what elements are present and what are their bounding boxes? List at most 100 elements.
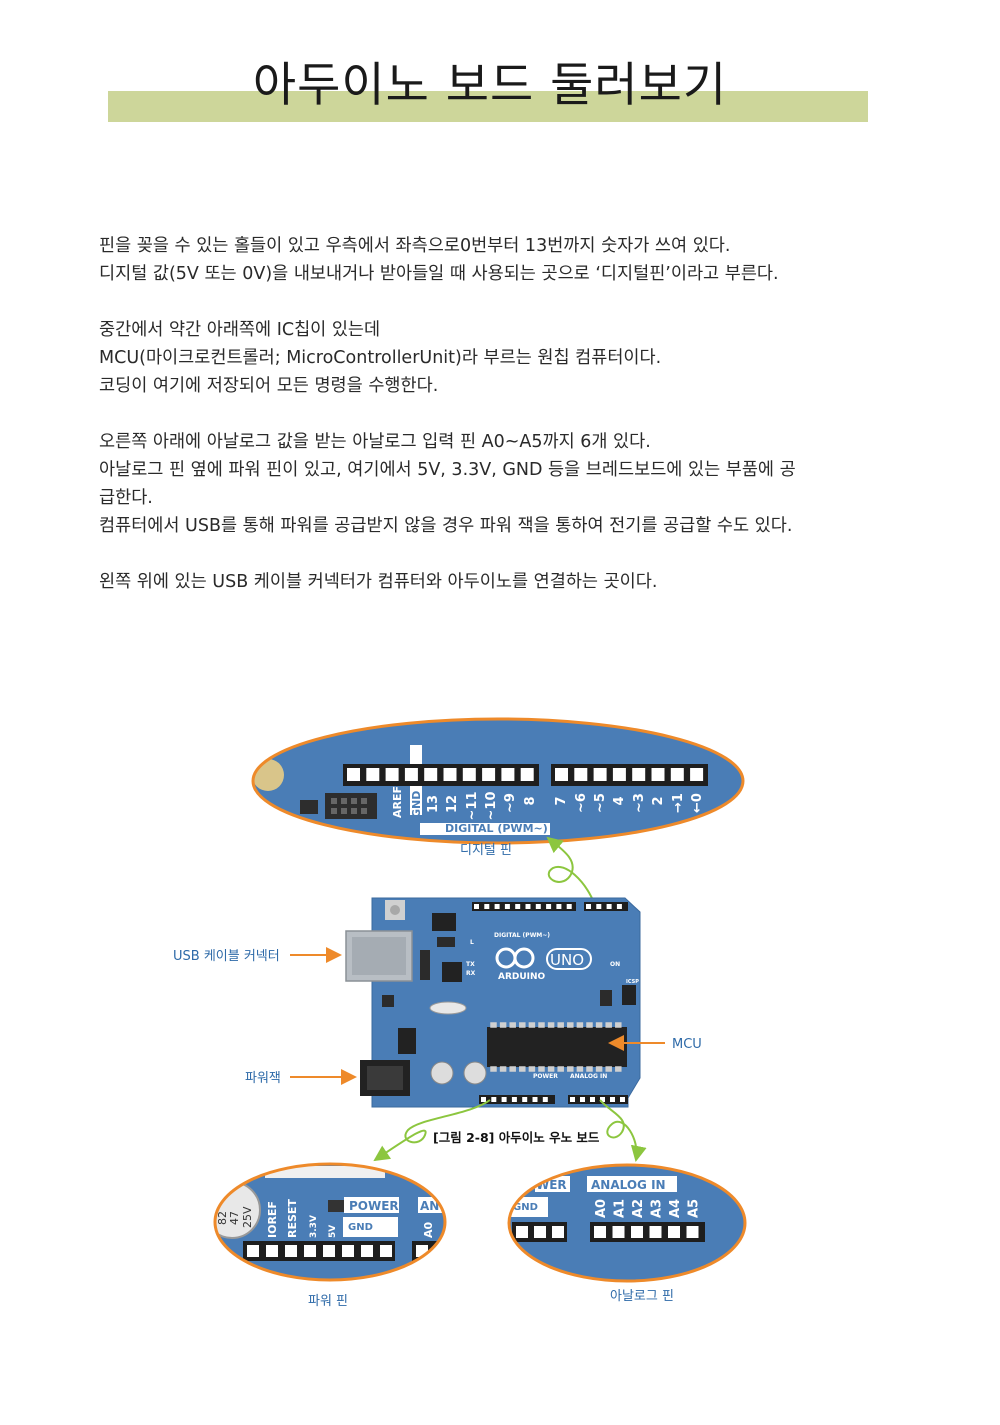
mcu-pin [595,1022,603,1028]
digital-header-hole [404,768,418,781]
mcu-pin [576,1022,584,1028]
paragraph-analog: 오른쪽 아래에 아날로그 값을 받는 아날로그 입력 핀 A0~A5까지 6개 … [99,428,919,540]
page-title: 아두이노 보드 둘러보기 [252,58,728,113]
title-highlight [108,91,868,122]
board-header-hole [590,1097,595,1102]
arduino-logo-text: ARDUINO [498,972,546,982]
board-header-hole [501,1097,507,1102]
analog-pin-label: A4 [668,1199,683,1218]
mcu-pin [557,1022,564,1028]
mcu-pin [528,1022,536,1028]
board-header-hole [535,904,541,909]
board-header-hole [596,904,602,909]
digital-header-hole [574,768,588,781]
board-header-hole [532,1097,538,1102]
analog-header-hole [534,1226,546,1238]
arduino-board: UNO ARDUINO DIGITAL (PWM~) POWER ANALOG … [345,897,641,1108]
digital-pin-label: 2 [651,796,666,805]
power-zoom-outline [213,1162,447,1282]
board-header-hole [515,904,521,909]
analog-pins-label: 아날로그 핀 [610,1289,674,1304]
board-header-hole [474,904,479,909]
text-line: 컴퓨터에서 USB를 통해 파워를 공급받지 않을 경우 파워 잭을 통하여 전… [99,516,793,536]
digital-zoom-header: DIGITAL (PWM~) [445,822,548,835]
mcu-pin [595,1066,603,1072]
cap-text: 47 [228,1211,241,1225]
uno-logo-text: UNO [550,951,584,969]
cap-text: 82 [216,1211,229,1225]
cap-text: 25V [241,1206,254,1228]
digital-header-hole [347,768,360,781]
digital-pin-label: ~11 [465,792,480,821]
digital-pin-label: ~3 [632,793,647,813]
paragraph-usb: 왼쪽 위에 있는 USB 케이블 커넥터가 컴퓨터와 아두이노를 연결하는 곳이… [99,568,919,596]
power-header-hole [285,1245,297,1257]
mcu-pin [519,1066,526,1072]
mcu-pin [576,1066,584,1072]
digital-pin-label: 4 [612,796,627,805]
text-line: 중간에서 약간 아래쪽에 IC칩이 있는데 [99,320,381,340]
board-rx-label: RX [466,970,476,977]
text-line: 아날로그 핀 옆에 파워 핀이 있고, 여기에서 5V, 3.3V, GND 등… [99,460,796,480]
mcu-pin [547,1022,555,1028]
digital-header-hole [632,768,646,781]
mcu-pin [605,1022,612,1028]
power-zoom: 82 47 25V POWER AN IOREF RESET 3.3V 5V G… [215,1164,445,1280]
board-header-hole [484,904,490,909]
mcu-pin [538,1066,545,1072]
paragraph-digital: 핀을 꽂을 수 있는 홀들이 있고 우측에서 좌측으로0번부터 13번까지 숫자… [99,232,919,288]
digital-pin-label: 12 [445,795,460,813]
mcu-pin [586,1066,593,1072]
board-header-hole [546,904,552,909]
digital-header-hole [501,768,515,781]
analog-pin-label: A0 [594,1199,609,1218]
digital-header-hole [651,768,665,781]
digital-connector-line [546,836,596,906]
board-header-hole [491,1097,497,1102]
mcu-pin [528,1066,536,1072]
board-header-hole [566,904,572,909]
text-line: 오른쪽 아래에 아날로그 값을 받는 아날로그 입력 핀 A0~A5까지 6개 … [99,432,651,452]
board-header-hole [481,1097,486,1102]
gnd-label: GND [410,791,423,818]
board-header-hole [610,1097,615,1102]
power-zoom-an: AN [420,1199,439,1213]
text-line: 핀을 꽂을 수 있는 홀들이 있고 우측에서 좌측으로0번부터 13번까지 숫자… [99,236,731,256]
digital-pin-label: 8 [523,796,538,805]
mcu-pin [615,1066,622,1072]
digital-header-hole [593,768,607,781]
board-header-hole [522,1097,528,1102]
power-header-hole [323,1245,335,1257]
mcu-pin [509,1066,516,1072]
board-l-label: L [470,939,474,946]
aref-label: AREF [391,786,404,818]
power-header-hole [266,1245,278,1257]
power-a0-label: A0 [422,1221,435,1238]
text-line: 디지털 값(5V 또는 0V)을 내보내거나 받아들일 때 사용되는 곳으로 ‘… [99,264,779,284]
power-connector-line [373,1099,491,1162]
digital-header-hole [670,768,684,781]
digital-header-hole [482,768,496,781]
analog-connector-line [599,1099,647,1162]
analog-header-hole [552,1226,564,1238]
board-header-hole [616,904,622,909]
digital-header-hole [366,768,380,781]
text-line: MCU(마이크로컨트롤러; MicroControllerUnit)라 부르는 … [99,348,662,368]
power-header-hole [342,1245,354,1257]
usb-label: USB 케이블 커넥터 [173,949,280,964]
board-header-hole [494,904,500,909]
paragraph-mcu: 중간에서 약간 아래쪽에 IC칩이 있는데 MCU(마이크로컨트롤러; Micr… [99,316,919,400]
analog-zoom-outline [507,1163,747,1283]
digital-header-hole [555,768,568,781]
analog-header-hole [686,1226,699,1238]
analog-pin-label: A2 [631,1199,646,1218]
digital-header-hole [424,768,438,781]
analog-header-hole [612,1226,625,1238]
digital-zoom-outline [251,717,745,845]
power-pins-label: 파워 핀 [308,1294,348,1309]
digital-header-hole [443,768,457,781]
board-header-hole [580,1097,585,1102]
digital-pin-label: 7 [554,796,569,805]
board-on-label: ON [610,961,620,968]
